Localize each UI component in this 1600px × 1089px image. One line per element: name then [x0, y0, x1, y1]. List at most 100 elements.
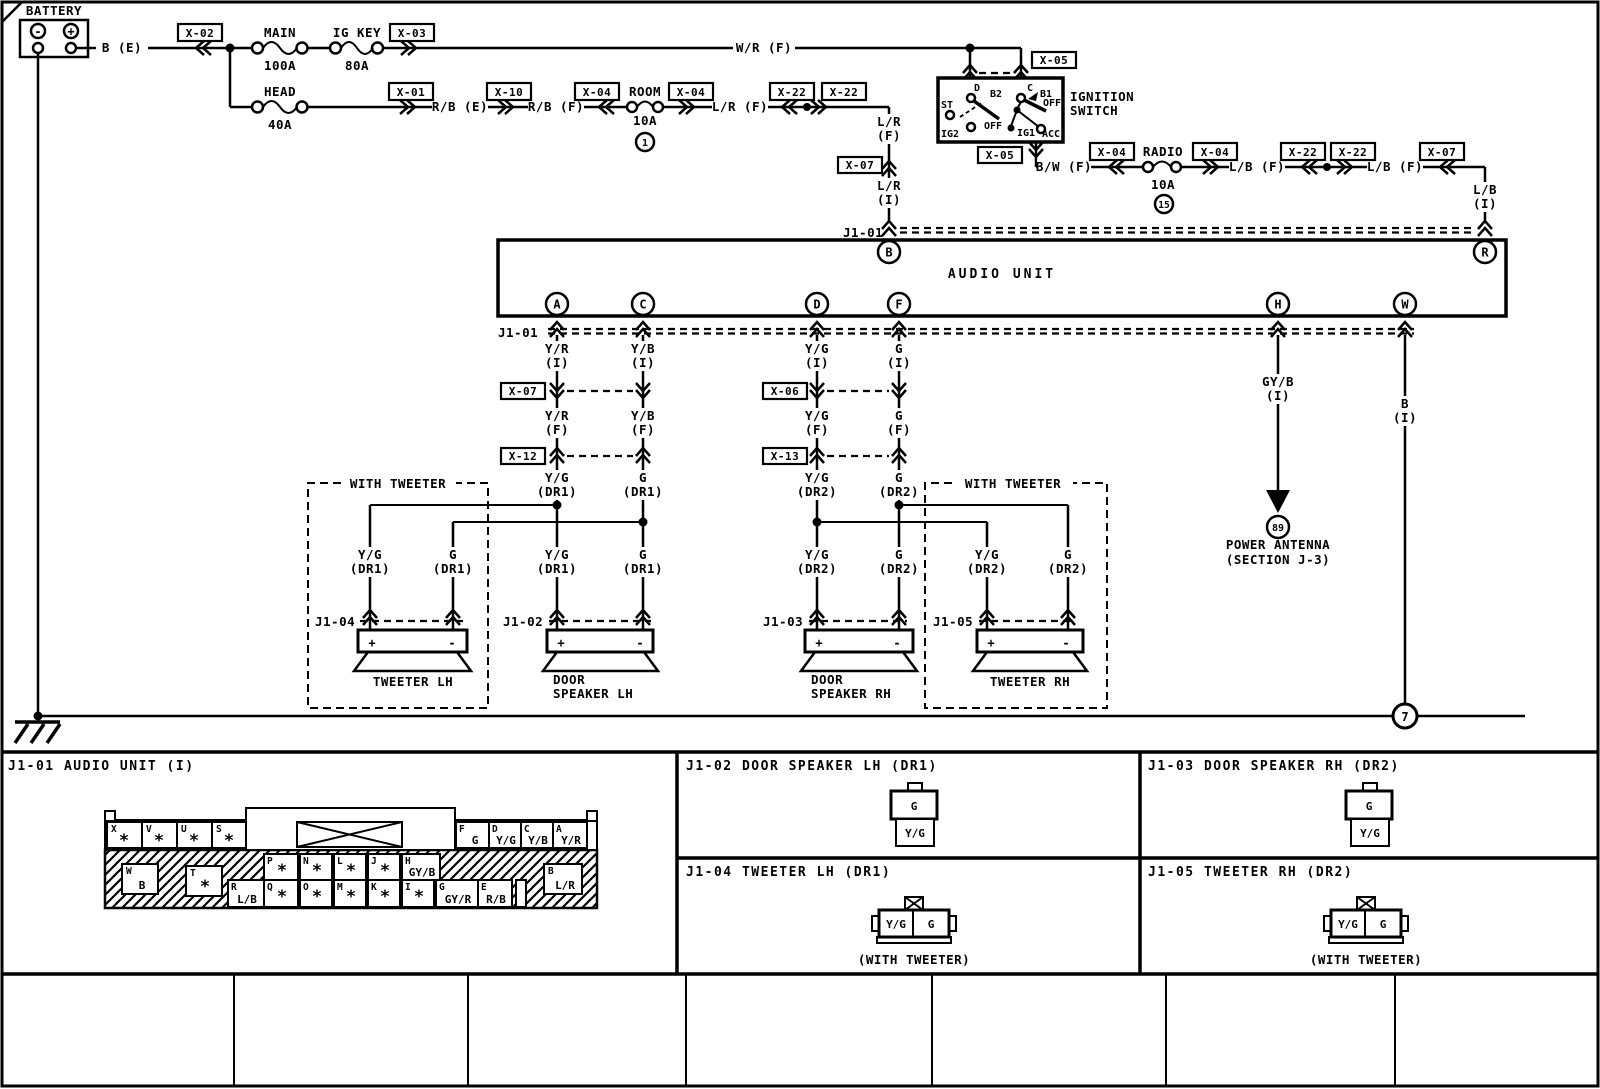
- switch-terminal: D: [974, 83, 980, 94]
- power-wires: B (E) W/R (F) R/B (E) R/B (F) L/R (F) L/…: [36, 40, 1021, 716]
- option-note: (WITH TWEETER): [1310, 952, 1422, 967]
- battery-plus-terminal-icon: [62, 22, 80, 40]
- connector-label: X-05: [1040, 54, 1069, 67]
- option-label: WITH TWEETER: [350, 476, 446, 491]
- connector-x02: X-02: [176, 22, 224, 57]
- j1-01-top-bus: J1-01: [843, 219, 1494, 240]
- connector-x07-mid: X-07: [499, 381, 652, 401]
- connector-x04-radio-right: X-04: [1191, 141, 1239, 176]
- reference-badge: [1265, 514, 1291, 540]
- speaker-cone-icon: [798, 651, 920, 673]
- wire-label: L/R (F): [712, 99, 768, 114]
- pin-cell-w: W B: [121, 863, 159, 895]
- pin-wire: *: [189, 831, 199, 851]
- battery-plus-sign: +: [67, 25, 74, 39]
- with-tweeter-box-lh: WITH TWEETER: [307, 476, 489, 709]
- connector-label: X-05: [986, 149, 1015, 162]
- terminal-letter: F: [895, 298, 902, 312]
- plus-terminal: +: [987, 636, 994, 650]
- wire-label: Y/G: [975, 547, 999, 562]
- wire-label: G: [449, 547, 457, 562]
- wire-label: G: [895, 547, 903, 562]
- connector-label: X-10: [495, 86, 524, 99]
- circuit-ref: 1: [642, 138, 648, 149]
- pin-wire: Y/G: [1360, 827, 1380, 840]
- battery-minus-terminal-icon: [29, 22, 47, 40]
- wire-label: GY/B: [1262, 374, 1294, 389]
- connector-x07-lr: X-07: [836, 155, 898, 178]
- pin-wire: Y/B: [528, 834, 548, 847]
- fuse-rating: 100A: [264, 58, 296, 73]
- ignition-switch-title: IGNITION: [1070, 89, 1134, 104]
- battery-label: BATTERY: [26, 3, 82, 18]
- connector-label: X-06: [771, 385, 800, 398]
- wire-col-f: G (I) G (F) G (DR2): [871, 335, 927, 630]
- wire-label: (F): [877, 128, 901, 143]
- wire-label: G: [895, 408, 903, 423]
- minus-terminal: -: [448, 636, 455, 650]
- pin-cell-m: M *: [333, 879, 367, 908]
- pin-cell-u: U *: [176, 821, 213, 851]
- fuse-name: HEAD: [264, 84, 296, 99]
- empty-table: [233, 974, 1396, 1086]
- wire-label: Y/G: [805, 341, 829, 356]
- connector-label: X-07: [509, 385, 538, 398]
- j1-01-bottom-bus: J1-01: [498, 320, 1414, 340]
- pin-wire: *: [380, 861, 390, 881]
- wire-label: (DR1): [350, 561, 390, 576]
- pin-wire: Y/G: [886, 918, 906, 931]
- pin-wire: G: [911, 800, 918, 813]
- connector-x06: X-06: [761, 381, 908, 401]
- wire-label: G: [639, 470, 647, 485]
- audio-unit: J1-01 AUDIO UNIT B R A C D F H W J1-01: [496, 219, 1508, 340]
- speaker-terminal-box: [356, 628, 469, 654]
- wire-label: Y/G: [545, 547, 569, 562]
- fuse-radio: RADIO 10A 15: [1141, 144, 1183, 215]
- ground-ref-badge: [1391, 702, 1419, 730]
- pin-letter: X: [111, 824, 117, 835]
- switch-terminal: OFF: [984, 121, 1002, 132]
- option-label: WITH TWEETER: [965, 476, 1061, 491]
- wire-label: R/B (E): [432, 99, 488, 114]
- connector-x07-radio: X-07: [1418, 141, 1466, 176]
- speaker-cone-icon: [970, 651, 1090, 673]
- harness-label: J1-01: [498, 325, 538, 340]
- fuse-rating: 10A: [1151, 177, 1175, 192]
- pin-wire: Y/G: [905, 827, 925, 840]
- connector-x01: X-01: [387, 81, 435, 116]
- connector-label: X-22: [1339, 146, 1368, 159]
- pin-cell-p: P *: [263, 853, 299, 881]
- speaker-terminal-box: [545, 628, 655, 654]
- connector-x22-pair-top: X-22 X-22: [768, 81, 868, 116]
- wire-label: (DR1): [623, 561, 663, 576]
- panel-j1-02: J1-02 DOOR SPEAKER LH (DR1) G Y/G: [686, 759, 939, 847]
- pin-letter: J: [371, 856, 377, 867]
- pin-wire: L/B: [237, 893, 257, 906]
- pin-wire: G: [928, 918, 935, 931]
- speaker-name: SPEAKER LH: [553, 686, 633, 701]
- speaker-name: TWEETER RH: [990, 674, 1070, 689]
- speaker-cone-icon: [351, 651, 474, 673]
- tweeter-lh: J1-04 + - TWEETER LH: [315, 608, 474, 689]
- terminal-r: [1472, 239, 1498, 265]
- wire-label: L/R: [877, 178, 901, 193]
- connector-label: X-22: [830, 86, 859, 99]
- panel-title: J1-02 DOOR SPEAKER LH (DR1): [686, 759, 938, 774]
- pin-cell-l: L *: [333, 853, 367, 881]
- pin-wire: GY/B: [409, 866, 436, 879]
- pin-letter: Q: [267, 882, 273, 893]
- pin-letter: T: [190, 868, 196, 879]
- wire-label: (DR2): [879, 561, 919, 576]
- speaker-terminal-box: [803, 628, 915, 654]
- pin-wire: B: [139, 879, 146, 892]
- battery: BATTERY - +: [18, 3, 90, 59]
- pin-letter: I: [405, 882, 411, 893]
- connector-label: X-07: [1428, 146, 1457, 159]
- reference-number: 89: [1272, 523, 1284, 534]
- wire-label: G: [639, 547, 647, 562]
- ignition-switch-title: SWITCH: [1070, 103, 1118, 118]
- wire-label: (I): [887, 355, 911, 370]
- pin-letter: O: [303, 882, 309, 893]
- wire-col-a: Y/R (I) Y/R (F) Y/G (DR1): [529, 335, 585, 630]
- wire-label: (I): [545, 355, 569, 370]
